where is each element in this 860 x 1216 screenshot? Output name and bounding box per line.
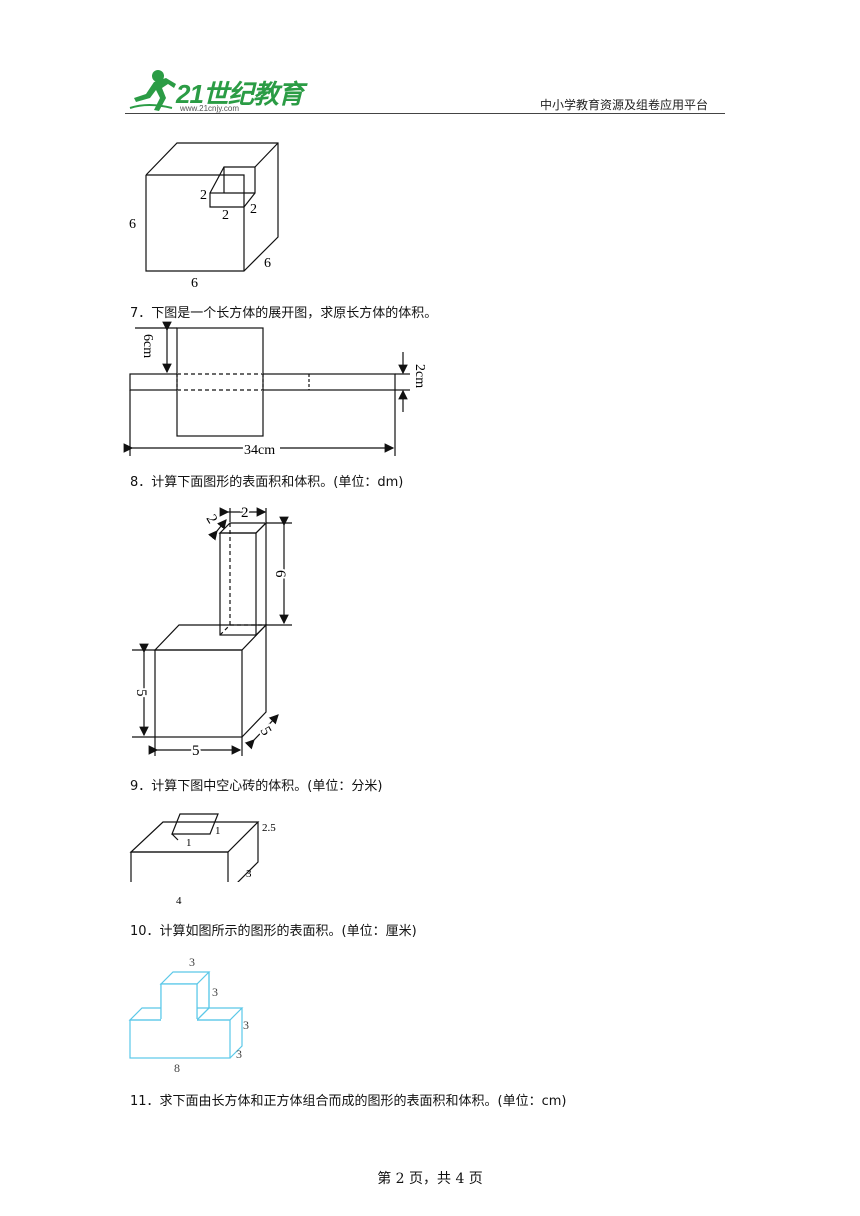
fig6-label: 2 [250,202,257,217]
logo-text: 21世纪教育 [176,79,304,109]
question-10: 10．计算如图所示的图形的表面积。(单位：厘米) [130,924,417,939]
fig8-composite-solid: 2 2 6 5 5 5 [131,503,292,760]
fig10-label: 3 [236,1047,242,1061]
fig9-label: 4 [176,895,182,907]
fig6-label: 2 [200,188,207,203]
fig6-label: 6 [191,276,198,291]
fig6-label: 2 [222,208,229,223]
fig6-cube-with-notch: 2 2 2 6 6 6 [129,142,279,291]
fig10-label: 8 [174,1061,180,1075]
fig6-label: 6 [264,256,271,271]
fig10-label: 3 [243,1018,249,1032]
fig9-hollow-brick: 1 1 2.5 [129,813,276,882]
fig10-step-solid: 3 3 3 8 3 [128,955,249,1075]
fig9-label: 1 [186,837,192,849]
fig7-length-label: 34cm [244,443,275,458]
fig8-label: 6 [272,570,288,578]
fig10-label: 3 [189,955,195,969]
question-8: 8．计算下面图形的表面积和体积。(单位：dm) [130,475,404,490]
fig8-label: 5 [257,724,275,738]
fig7-height-label: 6cm [140,334,155,358]
fig10-label: 3 [212,985,218,999]
fig8-label: 5 [133,689,149,697]
fig9-label: 1 [215,825,221,837]
question-9: 9．计算下图中空心砖的体积。(单位：分米) [130,779,383,794]
fig8-label: 5 [192,743,200,759]
fig8-label: 2 [203,512,221,526]
fig7-net: 6cm 2cm 34cm [123,321,427,460]
fig6-label: 6 [129,217,136,232]
page-footer: 第 2 页，共 4 页 [377,1171,483,1187]
fig9-label-layer: 4 3 [120,800,280,910]
fig9-label: 3 [246,868,252,880]
fig7-thickness-label: 2cm [412,364,427,388]
fig9-label: 2.5 [262,822,276,834]
question-11: 11．求下面由长方体和正方体组合而成的图形的表面积和体积。(单位：cm) [130,1094,567,1109]
fig8-label: 2 [241,505,249,521]
header-divider [125,113,725,114]
logo-url: www.21cnjy.com [180,104,239,113]
platform-title: 中小学教育资源及组卷应用平台 [540,98,709,112]
question-7: 7．下图是一个长方体的展开图，求原长方体的体积。 [130,306,438,321]
logo-runner-icon [129,70,176,111]
